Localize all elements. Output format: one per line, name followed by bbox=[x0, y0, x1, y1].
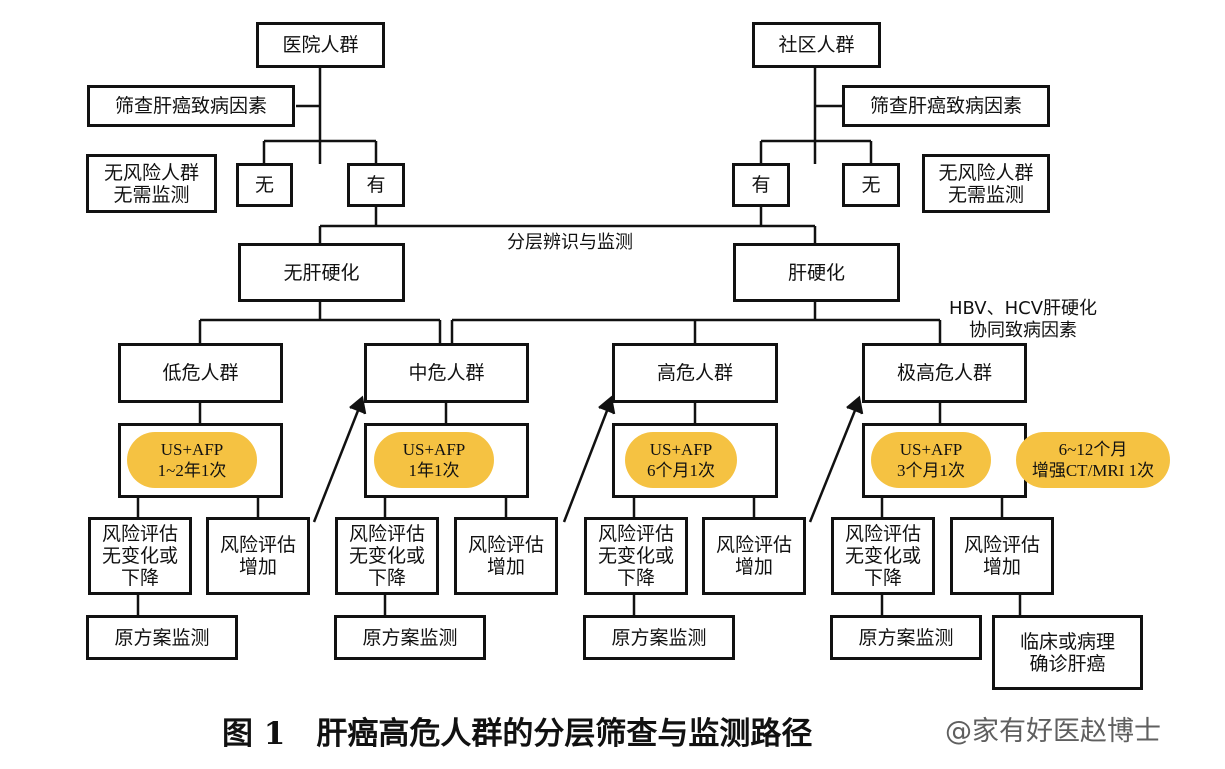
low-interval-highlight: US+AFP 1~2年1次 bbox=[127, 432, 257, 488]
stratify-label: 分层辨识与监测 bbox=[507, 232, 633, 253]
no-cirrhosis-box: 无肝硬化 bbox=[238, 243, 405, 302]
yes-box-right: 有 bbox=[732, 163, 790, 207]
high-interval-highlight: US+AFP 6个月1次 bbox=[625, 432, 737, 488]
very-high-interval-highlight: US+AFP 3个月1次 bbox=[871, 432, 991, 488]
mid-risk-increase-box: 风险评估 增加 bbox=[454, 517, 558, 595]
no-box-right: 无 bbox=[842, 163, 900, 207]
mid-keep-plan-box: 原方案监测 bbox=[334, 615, 486, 660]
cirrhosis-box: 肝硬化 bbox=[733, 243, 900, 302]
mid-interval-highlight: US+AFP 1年1次 bbox=[374, 432, 494, 488]
mid-risk-stable-box: 风险评估 无变化或 下降 bbox=[335, 517, 439, 595]
very-high-risk-stable-box: 风险评估 无变化或 下降 bbox=[831, 517, 935, 595]
cofactors-label: HBV、HCV肝硬化 协同致病因素 bbox=[948, 298, 1098, 341]
low-keep-plan-box: 原方案监测 bbox=[86, 615, 238, 660]
very-high-risk-group-box: 极高危人群 bbox=[862, 343, 1027, 403]
low-risk-group-box: 低危人群 bbox=[118, 343, 283, 403]
very-high-risk-increase-box: 风险评估 增加 bbox=[950, 517, 1054, 595]
low-risk-increase-box: 风险评估 增加 bbox=[206, 517, 310, 595]
high-risk-group-box: 高危人群 bbox=[612, 343, 778, 403]
hospital-population-box: 医院人群 bbox=[256, 22, 385, 68]
screen-factors-box-right: 筛查肝癌致病因素 bbox=[842, 85, 1050, 127]
yes-box-left: 有 bbox=[347, 163, 405, 207]
caption-bar bbox=[0, 708, 1225, 764]
no-box-left: 无 bbox=[236, 163, 293, 207]
very-high-keep-plan-box: 原方案监测 bbox=[830, 615, 982, 660]
high-risk-increase-box: 风险评估 增加 bbox=[702, 517, 806, 595]
no-risk-box-right: 无风险人群 无需监测 bbox=[922, 154, 1050, 213]
high-risk-stable-box: 风险评估 无变化或 下降 bbox=[584, 517, 688, 595]
low-risk-stable-box: 风险评估 无变化或 下降 bbox=[88, 517, 192, 595]
high-keep-plan-box: 原方案监测 bbox=[583, 615, 735, 660]
community-population-box: 社区人群 bbox=[752, 22, 881, 68]
watermark: @家有好医赵博士 bbox=[945, 716, 1161, 747]
ct-mri-highlight: 6~12个月 增强CT/MRI 1次 bbox=[1016, 432, 1170, 488]
no-risk-box-left: 无风险人群 无需监测 bbox=[86, 154, 217, 213]
confirm-liver-cancer-box: 临床或病理 确诊肝癌 bbox=[992, 615, 1143, 690]
figure-caption: 图 1 肝癌高危人群的分层筛查与监测路径 bbox=[222, 716, 813, 752]
screen-factors-box-left: 筛查肝癌致病因素 bbox=[87, 85, 295, 127]
mid-risk-group-box: 中危人群 bbox=[364, 343, 529, 403]
